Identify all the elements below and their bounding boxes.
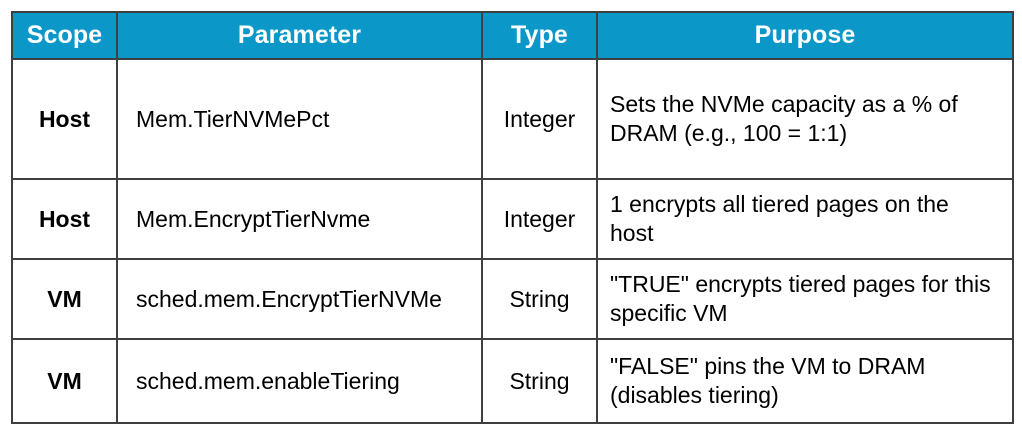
cell-parameter: Mem.TierNVMePct [117,59,483,180]
cell-purpose: "TRUE" encrypts tiered pages for this sp… [597,259,1013,340]
cell-scope: VM [12,259,118,340]
cell-type: String [482,259,598,340]
cell-purpose: Sets the NVMe capacity as a % of DRAM (e… [597,59,1013,180]
parameter-table-container: Scope Parameter Type Purpose Host Mem.Ti… [11,11,1014,428]
table-body: Host Mem.TierNVMePct Integer Sets the NV… [12,59,1013,423]
cell-parameter: Mem.EncryptTierNvme [117,179,483,260]
column-header-purpose: Purpose [597,12,1013,60]
table-row: Host Mem.EncryptTierNvme Integer 1 encry… [12,179,1013,260]
table-header: Scope Parameter Type Purpose [12,12,1013,60]
cell-type: String [482,339,598,423]
table-row: VM sched.mem.enableTiering String "FALSE… [12,339,1013,423]
cell-scope: VM [12,339,118,423]
table-row: Host Mem.TierNVMePct Integer Sets the NV… [12,59,1013,180]
column-header-type: Type [482,12,598,60]
column-header-parameter: Parameter [117,12,483,60]
cell-scope: Host [12,59,118,180]
cell-purpose: "FALSE" pins the VM to DRAM (disables ti… [597,339,1013,423]
cell-parameter: sched.mem.EncryptTierNVMe [117,259,483,340]
cell-type: Integer [482,179,598,260]
cell-parameter: sched.mem.enableTiering [117,339,483,423]
cell-scope: Host [12,179,118,260]
cell-type: Integer [482,59,598,180]
table-row: VM sched.mem.EncryptTierNVMe String "TRU… [12,259,1013,340]
parameter-table: Scope Parameter Type Purpose Host Mem.Ti… [11,11,1014,424]
column-header-scope: Scope [12,12,118,60]
table-header-row: Scope Parameter Type Purpose [12,12,1013,60]
cell-purpose: 1 encrypts all tiered pages on the host [597,179,1013,260]
